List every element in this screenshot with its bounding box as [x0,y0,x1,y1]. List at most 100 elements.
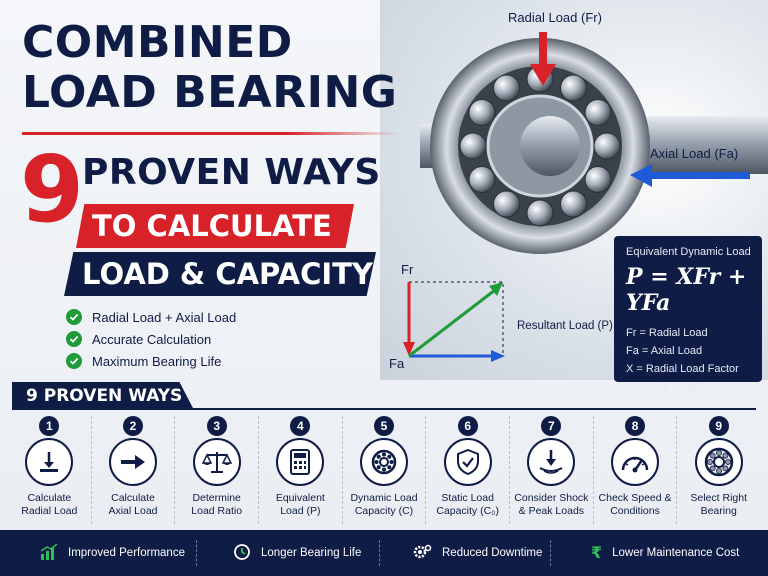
def-text: = Axial Load [641,345,703,357]
bearing-ball [468,166,496,193]
formula-equation: P = XFr + YFa [626,264,747,316]
footer-separator [379,540,380,566]
rotating-bearing-icon [360,438,409,486]
resultant-vector-head [489,282,503,296]
shield-check-icon [443,438,492,486]
def-symbol: Y [626,381,634,393]
checklist-item: Radial Load + Axial Load [66,306,236,328]
checklist-text: Maximum Bearing Life [92,353,222,369]
radial-load-arrow-shaft [539,32,547,66]
step-label: Calculate Radial Load [21,492,78,517]
step-item[interactable]: 1 Calculate Radial Load [8,416,92,524]
step-number: 7 [541,416,562,436]
formula-def: Y = Axial Load Factor [626,378,762,396]
formula-def: Fa = Axial Load [626,342,762,360]
step-number: 3 [206,416,227,436]
gears-icon [412,543,432,564]
title-divider [22,132,400,135]
step-item[interactable]: 3 Determine Load Ratio [175,416,260,524]
gauge-icon [611,438,660,486]
section-header: 9 PROVEN WAYS [12,382,194,410]
step-number: 9 [708,416,729,436]
step-item[interactable]: 5 Dynamic Load Capacity (C) [343,416,427,524]
vector-svg [403,281,505,362]
step-number: 1 [39,416,60,436]
radial-load-label: Radial Load (Fr) [508,10,602,25]
def-text: = Axial Load Factor [636,381,731,393]
scale-icon [192,438,241,486]
bearing-ball [526,199,554,227]
fa-vector-head [491,350,505,362]
step-item[interactable]: 7 Consider Shock & Peak Loads [510,416,594,524]
bearing-ball [560,74,587,102]
fr-vector-head [403,342,415,356]
step-label: Static Load Capacity (C₀) [436,492,500,517]
radial-load-arrow-head [530,64,556,86]
checklist-item: Accurate Calculation [66,328,236,350]
bearing-icon [694,438,743,486]
shaft-end [520,116,580,176]
ribbon-load-capacity: LOAD & CAPACITY [64,252,376,296]
def-symbol: X [626,363,634,375]
load-vector-diagram: Fr Fa Resultant Load (P) [389,260,625,380]
step-label: Check Speed & Conditions [598,492,672,517]
def-text: = Radial Load Factor [636,363,739,375]
step-item[interactable]: 9 Select Right Bearing [677,416,760,524]
step-item[interactable]: 2 Calculate Axial Load [92,416,176,524]
footer-label: Improved Performance [68,547,185,559]
section-divider [190,408,756,410]
fr-label: Fr [401,262,414,277]
axial-load-label: Axial Load (Fa) [650,146,739,161]
formula-title: Equivalent Dynamic Load [626,246,751,258]
title-line-1: COMBINED [22,17,293,68]
bearing-ball [560,190,587,218]
def-text: = Radial Load [639,327,708,339]
bearing-ball [593,132,621,160]
bearing-ball [493,190,520,218]
step-label: Select Right Bearing [690,492,748,517]
footer-label: Lower Maintenance Cost [612,547,740,559]
check-icon [66,353,82,369]
page-title: COMBINED LOAD BEARING [22,18,397,118]
resultant-label: Resultant Load (P) [517,320,613,332]
formula-def: X = Radial Load Factor [626,360,762,378]
step-label: Equivalent Load (P) [275,492,325,517]
impact-icon [527,438,576,486]
step-number: 8 [625,416,646,436]
step-label: Consider Shock & Peak Loads [514,492,589,517]
rupee-icon: ₹ [591,545,603,562]
checklist: Radial Load + Axial Load Accurate Calcul… [66,306,236,372]
clock-refresh-icon [233,543,251,564]
bar-growth-icon [40,542,58,563]
footer-item: Reduced Downtime [380,530,550,576]
headline-proven: PROVEN WAYS [82,152,381,193]
benefits-footer: Improved Performance Longer Bearing Life… [0,530,768,576]
checklist-text: Accurate Calculation [92,331,212,347]
footer-separator [550,540,551,566]
footer-item: ₹ Lower Maintenance Cost [551,530,761,576]
checklist-item: Maximum Bearing Life [66,350,236,372]
step-label: Dynamic Load Capacity (C) [350,492,418,517]
bearing-ball [584,99,612,126]
checklist-text: Radial Load + Axial Load [92,309,237,325]
resultant-vector [408,288,496,358]
ball-set [459,65,621,227]
steps-row: 1 Calculate Radial Load 2 Calculate Axia… [8,416,760,524]
step-item[interactable]: 4 Equivalent Load (P) [259,416,343,524]
formula-def: Fr = Radial Load [626,324,762,342]
dashed-guide [409,281,504,356]
ribbon-to-calculate: TO CALCULATE [76,204,354,248]
step-number: 6 [457,416,478,436]
down-arrow-bar-icon [25,438,74,486]
def-symbol: Fa [626,345,639,357]
step-label: Calculate Axial Load [108,492,158,517]
headline-number: 9 [20,136,85,243]
right-arrow-icon [109,438,157,486]
check-icon [66,309,82,325]
step-number: 4 [290,416,311,436]
footer-label: Longer Bearing Life [261,547,362,559]
step-item[interactable]: 6 Static Load Capacity (C₀) [426,416,511,524]
footer-item: Improved Performance [0,530,196,576]
footer-label: Reduced Downtime [442,547,543,559]
step-item[interactable]: 8 Check Speed & Conditions [594,416,678,524]
